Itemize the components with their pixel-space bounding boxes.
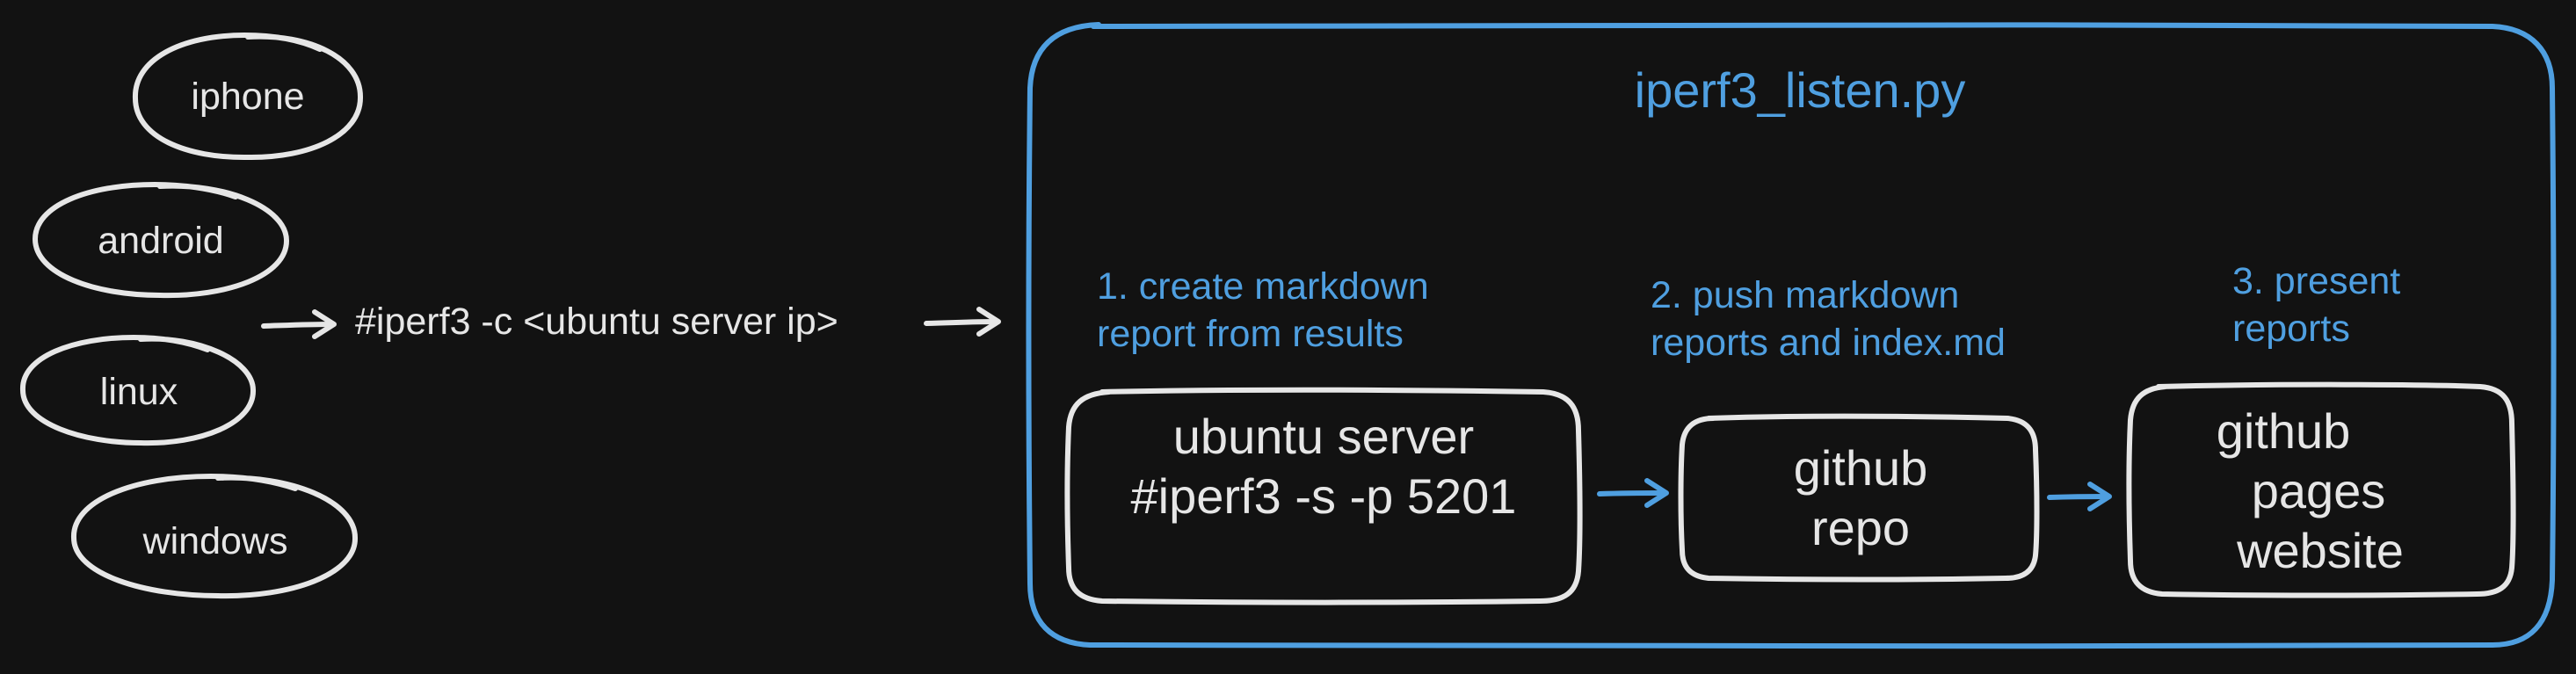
step-1-line-2: report from results	[1097, 313, 1404, 355]
website-line-1: github	[2217, 403, 2351, 459]
device-windows: windows	[70, 474, 359, 599]
repo-line-1: github	[1794, 440, 1928, 496]
device-linux: linux	[19, 335, 257, 446]
website-line-3: website	[2236, 523, 2404, 578]
step-3-line-1: 3. present	[2232, 260, 2400, 302]
step-1-line-1: 1. create markdown	[1097, 265, 1429, 308]
script-container: iperf3_listen.py	[1026, 21, 2557, 649]
node-github-repo: github repo	[1678, 413, 2040, 583]
step-2-line-1: 2. push markdown	[1651, 274, 1959, 316]
website-line-2: pages	[2252, 463, 2386, 518]
device-label-android: android	[98, 220, 223, 262]
step-3-line-2: reports	[2232, 308, 2350, 350]
step-2-line-2: reports and index.md	[1651, 322, 2006, 364]
device-label-linux: linux	[100, 371, 178, 413]
server-command: #iperf3 -s -p 5201	[1131, 468, 1517, 524]
server-name: ubuntu server	[1173, 409, 1474, 464]
device-label-windows: windows	[142, 520, 288, 562]
arrow-devices-to-command	[261, 309, 337, 339]
node-ubuntu-server: ubuntu server #iperf3 -s -p 5201	[1064, 387, 1583, 605]
device-android: android	[33, 182, 289, 299]
device-iphone: iphone	[132, 33, 364, 161]
arrow-server-to-repo	[1597, 478, 1669, 508]
step-3-label: 3. present reports	[2232, 260, 2400, 350]
node-github-pages-website: github pages website	[2126, 381, 2516, 598]
step-2-label: 2. push markdown reports and index.md	[1651, 274, 2006, 364]
device-label-iphone: iphone	[191, 76, 304, 118]
repo-line-2: repo	[1811, 500, 1910, 555]
script-title: iperf3_listen.py	[1635, 62, 1966, 118]
arrow-repo-to-website	[2047, 482, 2112, 511]
arrow-command-to-script	[924, 307, 1001, 337]
step-1-label: 1. create markdown report from results	[1097, 265, 1429, 355]
client-command-text: #iperf3 -c <ubuntu server ip>	[355, 301, 838, 343]
